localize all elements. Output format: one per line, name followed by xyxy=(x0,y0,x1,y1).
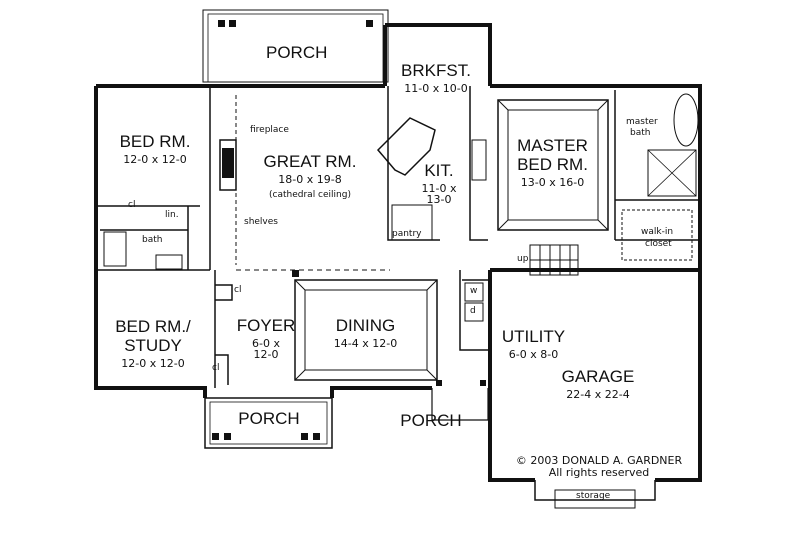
label-closet-1: cl xyxy=(128,200,136,210)
master-bath-walls xyxy=(614,90,700,241)
label-pantry: pantry xyxy=(392,229,422,239)
room-name: PORCH xyxy=(266,43,328,62)
stove xyxy=(471,139,487,181)
room-note: (cathedral ceiling) xyxy=(269,190,351,201)
label-walkin-1: walk-in xyxy=(641,227,674,237)
pantry-box xyxy=(391,204,433,241)
label-closet-2: cl xyxy=(234,285,242,295)
porch-side-outline xyxy=(431,388,489,421)
room-name2: BED RM. xyxy=(517,154,588,174)
garage-walls xyxy=(488,268,702,482)
room-master: MASTER BED RM. 13-0 x 16-0 xyxy=(505,137,600,188)
copyright-line-1: © 2003 DONALD A. GARDNER xyxy=(515,454,683,467)
label-fireplace: fireplace xyxy=(250,125,289,135)
label-dryer: d xyxy=(470,306,476,316)
dining-tray xyxy=(294,279,438,381)
garage-storage xyxy=(554,489,636,509)
room-name: BED RM. xyxy=(119,132,191,151)
shower xyxy=(647,149,697,197)
room-name: GREAT RM. xyxy=(263,152,357,171)
room-porch-front: PORCH xyxy=(234,410,304,428)
room-dim: 18-0 x 19-8 xyxy=(278,172,342,186)
room-name: UTILITY xyxy=(501,327,566,346)
room-name: DINING xyxy=(335,316,396,335)
master-tray xyxy=(497,99,609,231)
room-dim: 14-4 x 12-0 xyxy=(333,336,398,350)
room-dining: DINING 14-4 x 12-0 xyxy=(318,317,413,349)
room-name2: STUDY xyxy=(124,335,182,355)
room-dim: 11-0 x xyxy=(421,181,457,195)
room-porch-top: PORCH xyxy=(266,43,328,62)
room-dim2: 13-0 xyxy=(426,193,452,207)
label-linen: lin. xyxy=(165,210,179,220)
room-name: BED RM./ xyxy=(115,317,191,336)
label-master-bath-2: bath xyxy=(630,128,651,138)
label-closet-3: cl xyxy=(212,363,220,373)
label-storage: storage xyxy=(576,491,611,501)
room-dim: 6-0 x xyxy=(252,336,280,350)
room-brkfst: BRKFST. 11-0 x 10-0 xyxy=(396,62,476,94)
kitchen-island xyxy=(376,117,436,176)
room-bed1: BED RM. 12-0 x 12-0 xyxy=(110,133,200,165)
room-dim: 6-0 x 8-0 xyxy=(508,347,559,361)
room-name: GARAGE xyxy=(561,367,635,386)
room-dim: 12-0 x 12-0 xyxy=(121,356,185,370)
room-utility: UTILITY 6-0 x 8-0 xyxy=(496,328,571,360)
room-foyer: FOYER 6-0 x 12-0 xyxy=(236,317,296,361)
label-walkin-2: closet xyxy=(645,239,672,249)
breakfast-walls xyxy=(383,23,702,272)
room-name: PORCH xyxy=(238,409,300,428)
room-name: FOYER xyxy=(236,316,296,335)
label-bath: bath xyxy=(142,235,163,245)
bath-walls xyxy=(100,206,189,270)
label-master-bath-1: master xyxy=(626,117,658,127)
room-dim: 11-0 x 10-0 xyxy=(404,81,468,95)
label-washer: w xyxy=(470,286,478,296)
room-dim2: 12-0 xyxy=(253,348,279,362)
room-garage: GARAGE 22-4 x 22-4 xyxy=(548,368,648,400)
washer xyxy=(464,282,484,302)
stairs xyxy=(529,244,579,276)
room-name: MASTER xyxy=(517,136,588,155)
utility-walls xyxy=(459,270,488,351)
room-porch-side: PORCH xyxy=(396,412,466,430)
porch-front-outline xyxy=(204,397,333,449)
room-dim: 13-0 x 16-0 xyxy=(520,175,585,189)
room-name: PORCH xyxy=(400,411,462,430)
room-name: KIT. xyxy=(424,161,454,180)
label-shelves: shelves xyxy=(244,217,278,227)
copyright-notice: © 2003 DONALD A. GARDNER All rights rese… xyxy=(504,455,694,478)
label-up: up xyxy=(517,254,529,264)
room-name: BRKFST. xyxy=(401,61,471,80)
master-tub xyxy=(673,93,699,147)
room-bed2: BED RM./ STUDY 12-0 x 12-0 xyxy=(108,318,198,369)
garage-bump xyxy=(534,480,656,501)
copyright-line-2: All rights reserved xyxy=(548,465,650,479)
room-kit: KIT. 11-0 x 13-0 xyxy=(414,162,464,206)
closet-shelf xyxy=(621,209,693,261)
room-dim: 22-4 x 22-4 xyxy=(566,387,630,401)
bed-room-wall xyxy=(96,86,216,388)
exterior-walls xyxy=(94,84,432,398)
vanity xyxy=(155,254,183,270)
room-dim: 12-0 x 12-0 xyxy=(123,152,187,166)
dryer xyxy=(464,302,484,322)
room-great: GREAT RM. 18-0 x 19-8 (cathedral ceiling… xyxy=(255,153,365,202)
tub xyxy=(103,231,127,267)
